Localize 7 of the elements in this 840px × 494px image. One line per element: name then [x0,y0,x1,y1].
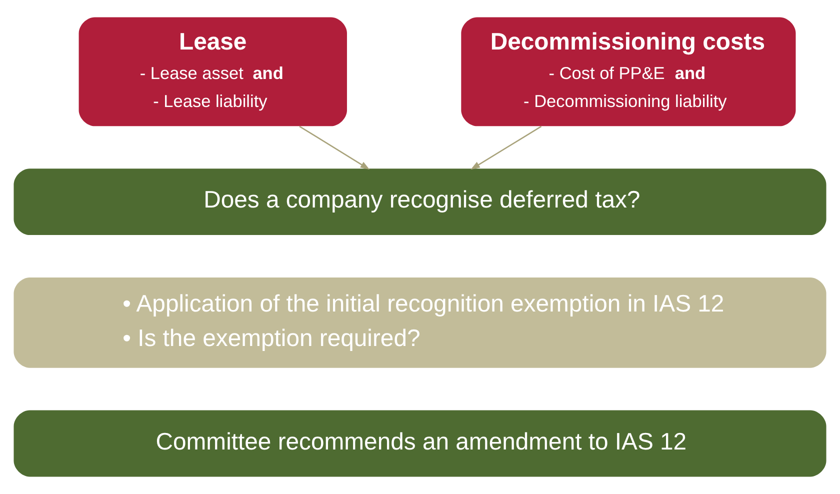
node-box: Committee recommends an amendment to IAS 12 [14,410,826,477]
node-box: Decommissioning costs - Cost of PP&E and - Decommissioning liability [461,17,796,126]
node-box: Does a company recognise deferred tax? [14,168,826,236]
arrow [470,126,542,170]
node-box: Lease - Lease asset and - Lease liability [78,17,347,126]
node-box: • Application of the initial recognition exemption in IAS 12 • Is the exemption required? [14,278,826,368]
arrow [299,126,370,170]
